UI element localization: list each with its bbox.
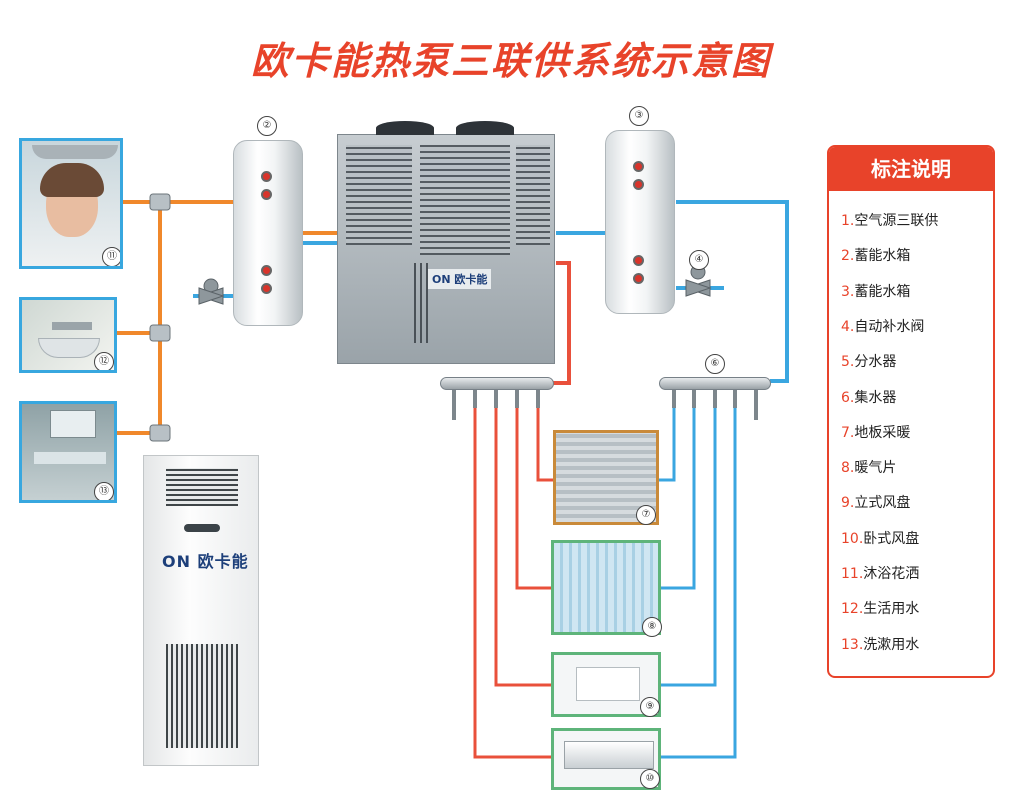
display-panel: [184, 524, 220, 532]
radiator-panel: ⑧: [551, 540, 662, 637]
legend-item-label: 洗漱用水: [863, 636, 920, 653]
legend-item-label: 集水器: [854, 389, 897, 406]
marker-floor: ⑦: [636, 505, 656, 525]
legend-item-label: 自动补水阀: [854, 318, 925, 335]
legend-item-number: 6.: [841, 389, 855, 406]
legend-item: 5.分水器: [841, 351, 896, 371]
legend-item-number: 2.: [841, 248, 855, 265]
fan-right-icon: [456, 121, 514, 135]
coil-grille-right: [516, 145, 550, 245]
legend-item-label: 生活用水: [863, 601, 920, 618]
legend-item-number: 7.: [841, 424, 855, 441]
marker-ceiling-coil: ⑩: [640, 769, 660, 789]
legend-item: 8.暖气片: [841, 457, 896, 477]
marker-radiator: ⑧: [642, 617, 662, 637]
shower-head-icon: [32, 145, 118, 159]
cabinet-fan-coil-unit: ON 欧卡能: [143, 455, 259, 766]
return-floor-coil: [661, 405, 717, 687]
return-radiator: [661, 405, 696, 590]
ceiling-fan-coil: ⑩: [551, 728, 661, 790]
legend-item-number: 11.: [841, 566, 864, 582]
heat-pump-logo: ON 欧卡能: [428, 269, 492, 289]
supply-radiator: [515, 405, 551, 590]
coil-grille-center: [420, 145, 510, 255]
cabinet-logo: ON 欧卡能: [162, 552, 249, 571]
legend-item-label: 立式风盘: [854, 495, 911, 512]
legend-item-label: 蓄能水箱: [854, 283, 911, 300]
legend-item: 10.卧式风盘: [841, 528, 919, 548]
pipe-tank3-collector: [676, 200, 789, 383]
legend-item-label: 空气源三联供: [854, 213, 939, 229]
heat-pump-unit: ON 欧卡能: [337, 121, 555, 364]
hair-icon: [40, 163, 104, 197]
faucet-icon: [52, 322, 92, 330]
supply-floor-coil: [494, 405, 551, 687]
supply-ceiling-coil: [473, 405, 551, 759]
return-ceiling-coil: [661, 405, 737, 759]
supply-floor: [536, 405, 554, 482]
pipe-hp-distributor: [552, 261, 571, 385]
marker-shower: ⑪: [102, 247, 120, 266]
legend-item-number: 1.: [841, 213, 855, 229]
legend-heading: 标注说明: [829, 147, 993, 191]
marker-domestic: ⑫: [94, 352, 114, 370]
legend-item-label: 分水器: [854, 354, 897, 371]
return-floor: [659, 405, 676, 482]
coil-grille-left: [346, 145, 412, 245]
top-air-grille: [166, 468, 238, 506]
legend-item: 6.集水器: [841, 387, 896, 407]
diagram-title: 欧卡能热泵三联供系统示意图: [250, 39, 771, 83]
ceiling-coil-body: [564, 741, 654, 769]
legend-item: 13.洗漱用水: [841, 634, 919, 654]
valve-left: [197, 278, 225, 305]
bottom-air-grille: [166, 644, 238, 748]
washing-photo: ⑬: [19, 401, 117, 503]
legend-item-label: 卧式风盘: [863, 530, 920, 547]
legend-item: 12.生活用水: [841, 598, 919, 618]
legend-item-number: 9.: [841, 495, 855, 512]
legend-item-label: 地板采暖: [854, 424, 911, 441]
legend-item: 2.蓄能水箱: [841, 245, 910, 265]
collector-manifold: [659, 377, 771, 390]
legend-item: 9.立式风盘: [841, 492, 910, 512]
legend-item-number: 10.: [841, 530, 864, 547]
side-vent: [414, 263, 432, 343]
legend-item-number: 4.: [841, 318, 855, 335]
legend-item: 11.沐浴花洒: [841, 563, 919, 583]
legend-item-number: 12.: [841, 601, 864, 618]
floor-fan-coil: ⑨: [551, 652, 661, 717]
shower-photo: ⑪: [19, 138, 123, 269]
storage-tank-left: [233, 140, 303, 326]
basin-icon: [34, 452, 106, 464]
fan-coil-body: [576, 667, 640, 701]
legend-item: 3.蓄能水箱: [841, 281, 910, 301]
legend-item: 1.空气源三联供: [841, 210, 938, 230]
marker-collector: ⑥: [705, 354, 725, 374]
legend-item-label: 蓄能水箱: [854, 248, 911, 265]
legend-item: 7.地板采暖: [841, 422, 910, 442]
floor-heating-panel: ⑦: [553, 430, 659, 525]
legend-item-number: 8.: [841, 460, 855, 477]
marker-tank-left: ②: [257, 116, 277, 136]
legend-item-number: 3.: [841, 283, 855, 300]
legend-item-number: 5.: [841, 354, 855, 371]
marker-valve: ④: [689, 250, 709, 270]
pipe-hot-main: [158, 200, 233, 433]
legend-item: 4.自动补水阀: [841, 316, 924, 336]
marker-washing: ⑬: [94, 482, 114, 500]
legend-item-label: 沐浴花洒: [863, 566, 920, 582]
marker-tank-right: ③: [629, 106, 649, 126]
storage-tank-right: [605, 130, 675, 314]
domestic-water-photo: ⑫: [19, 297, 117, 373]
marker-floor-coil: ⑨: [640, 697, 660, 717]
distributor-manifold: [440, 377, 554, 390]
sink-icon: [38, 338, 100, 358]
mirror-icon: [50, 410, 96, 438]
legend-item-number: 13.: [841, 636, 864, 653]
legend-item-label: 暖气片: [854, 460, 897, 477]
fan-left-icon: [376, 121, 434, 135]
